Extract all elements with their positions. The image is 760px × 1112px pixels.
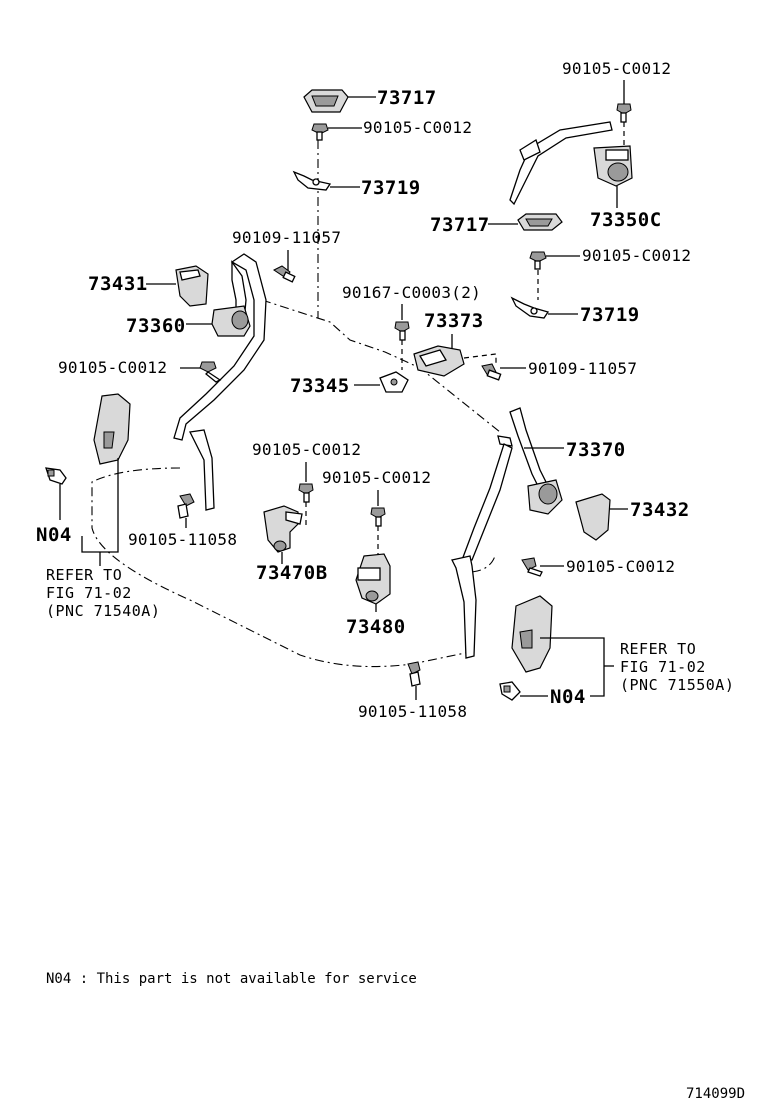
buckle-73480 <box>355 553 391 605</box>
refer-right-line3: (PNC 71550A) <box>620 676 734 694</box>
label-90105-11058-bottom: 90105-11058 <box>358 702 467 721</box>
bolt-90167 <box>394 321 410 341</box>
side-trim-left <box>93 393 131 465</box>
label-73345: 73345 <box>290 375 350 397</box>
shoulder-belt-73370 <box>451 407 563 659</box>
label-73431: 73431 <box>88 273 148 295</box>
refer-right-line1: REFER TO <box>620 640 696 658</box>
bolt-90105-right-b <box>521 557 543 577</box>
label-90105-top-left: 90105-C0012 <box>363 118 472 137</box>
refer-left-line3: (PNC 71540A) <box>46 602 160 620</box>
label-73350c: 73350C <box>590 209 662 231</box>
label-73719-top: 73719 <box>361 177 421 199</box>
shoulder-belt-73360 <box>173 253 267 511</box>
label-73370: 73370 <box>566 439 626 461</box>
bolt-90105-buckle-b <box>370 507 386 527</box>
label-90109-left: 90109-11057 <box>232 228 341 247</box>
label-73719-right: 73719 <box>580 304 640 326</box>
label-90105-top-right: 90105-C0012 <box>562 59 671 78</box>
label-90105-buckle-a: 90105-C0012 <box>252 440 361 459</box>
cover-73717-top <box>303 89 349 113</box>
cover-73717-right <box>517 213 563 231</box>
cover-73432 <box>575 493 611 541</box>
bolt-90105-buckle-a <box>298 483 314 503</box>
figure-id: 714099D <box>686 1086 745 1102</box>
label-90105-buckle-b: 90105-C0012 <box>322 468 431 487</box>
bolt-90105-11058-left <box>177 493 195 519</box>
label-n04-right: N04 <box>550 686 586 708</box>
label-90105-right-b: 90105-C0012 <box>566 557 675 576</box>
label-90105-right-a: 90105-C0012 <box>582 246 691 265</box>
buckle-73470b <box>263 505 303 553</box>
label-90167: 90167-C0003(2) <box>342 283 481 302</box>
seat-outline <box>91 140 501 668</box>
bolt-90109-right <box>481 363 502 381</box>
bolt-90105-top-right <box>616 103 632 123</box>
bolt-90105-left-mid <box>199 361 222 383</box>
side-trim-right <box>511 595 553 673</box>
label-90105-left-mid: 90105-C0012 <box>58 358 167 377</box>
clip-n04-left <box>45 467 67 485</box>
label-90109-right: 90109-11057 <box>528 359 637 378</box>
label-73470b: 73470B <box>256 562 328 584</box>
anchor-73719-top <box>292 170 332 191</box>
label-73717-top: 73717 <box>377 87 437 109</box>
cover-73373 <box>413 345 465 377</box>
label-n04-left: N04 <box>36 524 72 546</box>
label-90105-11058-left: 90105-11058 <box>128 530 237 549</box>
bolt-90105-top-left <box>311 123 329 141</box>
label-73360: 73360 <box>126 315 186 337</box>
clip-n04-right <box>499 681 521 701</box>
footnote: N04 : This part is not available for ser… <box>46 971 417 987</box>
label-73480: 73480 <box>346 616 406 638</box>
label-73432: 73432 <box>630 499 690 521</box>
bolt-90109-left <box>273 265 296 283</box>
label-73373: 73373 <box>424 310 484 332</box>
bolt-90105-right-a <box>529 251 547 270</box>
refer-left-line2: FIG 71-02 <box>46 584 132 602</box>
cover-73431 <box>175 265 209 307</box>
anchor-73719-right <box>510 296 550 319</box>
label-73717-right: 73717 <box>430 214 490 236</box>
refer-left-line1: REFER TO <box>46 566 122 584</box>
retractor-73350c <box>509 121 633 206</box>
anchor-73345 <box>379 371 409 393</box>
bolt-90105-11058-bottom <box>407 661 421 687</box>
refer-right-line2: FIG 71-02 <box>620 658 706 676</box>
